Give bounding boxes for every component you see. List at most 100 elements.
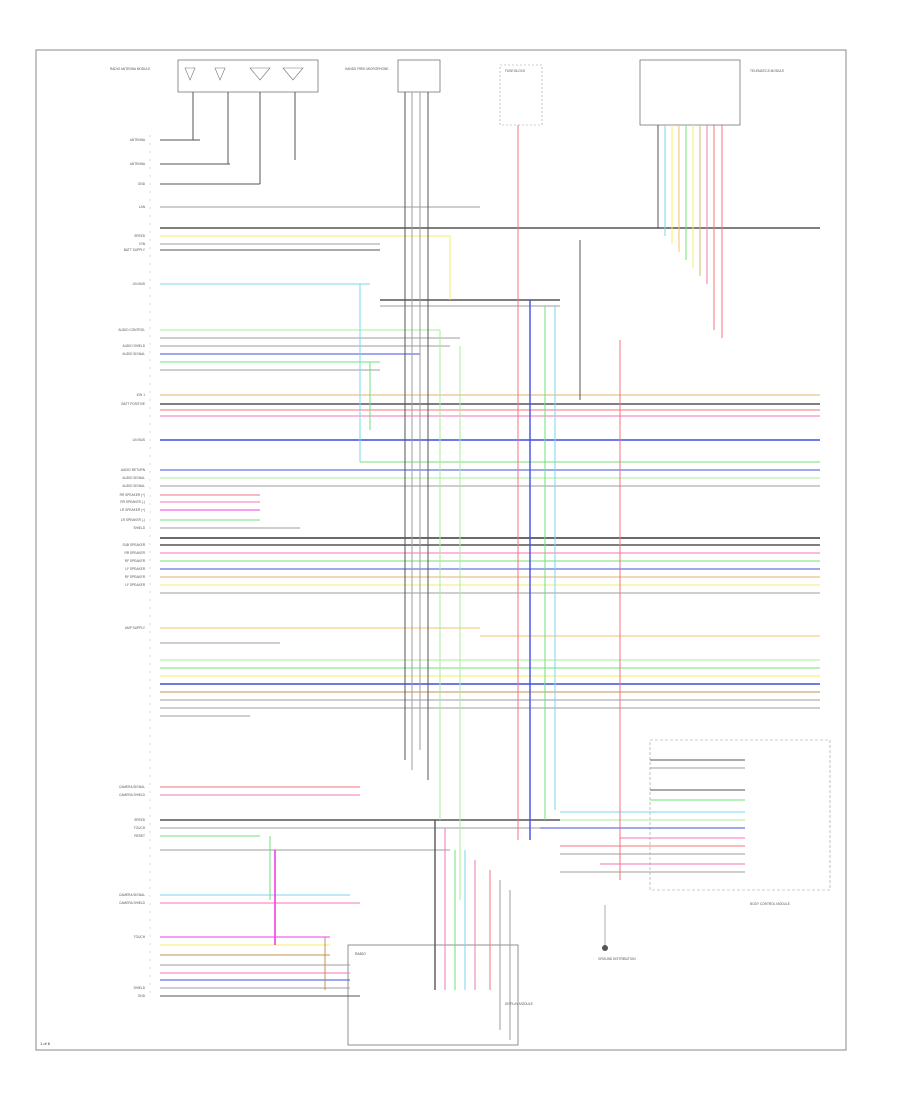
pin-dot-34 — [149, 407, 151, 409]
pin-dot-47 — [149, 511, 151, 513]
pin-dot-88 — [149, 839, 151, 841]
left-label-3: LAN — [139, 205, 146, 209]
left-label-14: AUDIO RETURN — [121, 468, 146, 472]
pin-dot-71 — [149, 703, 151, 705]
pin-dot-32 — [149, 391, 151, 393]
pin-dot-90 — [149, 855, 151, 857]
left-label-13: LIN BUS — [133, 438, 145, 442]
pin-dot-78 — [149, 759, 151, 761]
left-label-15: AUDIO SIGNAL — [122, 476, 145, 480]
pin-dot-48 — [149, 519, 151, 521]
left-label-4: SPEED — [134, 234, 146, 238]
left-label-33: RESET — [134, 834, 145, 838]
pin-dot-11 — [149, 223, 151, 225]
left-label-34: CAMERA SIGNAL — [119, 893, 145, 897]
microphone: HANDS FREE MICROPHONE — [345, 59, 441, 93]
pin-dot-5 — [149, 175, 151, 177]
pin-dot-22 — [149, 311, 151, 313]
left-label-6: BATT SUPPLY — [124, 248, 146, 252]
pin-dot-58 — [149, 599, 151, 601]
control-module-label: BODY CONTROL MODULE — [750, 902, 790, 906]
left-label-16: AUDIO SIGNAL — [122, 484, 145, 488]
pin-dot-30 — [149, 375, 151, 377]
pin-dot-55 — [149, 575, 151, 577]
diagram-border — [35, 49, 847, 1051]
pin-dot-84 — [149, 807, 151, 809]
left-label-27: LF SPEAKER — [125, 583, 145, 587]
left-label-23: RR SPEAKER — [124, 551, 145, 555]
left-label-20: LR SPEAKER (-) — [121, 518, 145, 522]
pin-dot-72 — [149, 711, 151, 713]
pin-dot-86 — [149, 823, 151, 825]
pin-dot-33 — [149, 399, 151, 401]
pin-dot-28 — [149, 359, 151, 361]
pin-dot-69 — [149, 687, 151, 689]
pin-dot-20 — [149, 295, 151, 297]
left-label-8: AUDIO CONTROL — [118, 328, 145, 332]
pin-dot-98 — [149, 919, 151, 921]
pin-dot-23 — [149, 319, 151, 321]
left-label-38: GND — [138, 994, 146, 998]
pin-dot-102 — [149, 951, 151, 953]
pin-dot-53 — [149, 559, 151, 561]
pin-dot-73 — [149, 719, 151, 721]
pin-dot-89 — [149, 847, 151, 849]
pin-dot-15 — [149, 255, 151, 257]
pin-dot-38 — [149, 439, 151, 441]
pin-dot-42 — [149, 471, 151, 473]
left-label-17: RR SPEAKER (+) — [120, 493, 145, 497]
telematics-module: TELEMATICS MODULE — [639, 59, 784, 126]
pin-dot-25 — [149, 335, 151, 337]
pin-dot-43 — [149, 479, 151, 481]
pin-dot-46 — [149, 503, 151, 505]
left-label-9: AUDIO SHIELD — [123, 344, 146, 348]
pin-dot-1 — [149, 143, 151, 145]
pin-dot-19 — [149, 287, 151, 289]
pin-dot-3 — [149, 159, 151, 161]
pin-dot-24 — [149, 327, 151, 329]
left-label-11: IGN 1 — [137, 393, 146, 397]
pin-dot-52 — [149, 551, 151, 553]
pin-dot-37 — [149, 431, 151, 433]
pin-dot-7 — [149, 191, 151, 193]
pin-dot-94 — [149, 887, 151, 889]
pin-dot-67 — [149, 671, 151, 673]
left-label-2: GND — [138, 182, 146, 186]
pin-dot-21 — [149, 303, 151, 305]
pin-dot-39 — [149, 447, 151, 449]
pin-dot-26 — [149, 343, 151, 345]
radio-module: RADIO — [347, 944, 519, 1046]
wire-label-group — [149, 135, 151, 993]
left-label-25: LF SPEAKER — [125, 567, 145, 571]
ground-label: GROUND DISTRIBUTION — [598, 957, 636, 961]
pin-dot-63 — [149, 639, 151, 641]
footer-code: 1 of 6 — [40, 1041, 51, 1046]
ground-symbol: GROUND DISTRIBUTION — [598, 905, 636, 961]
pin-dot-40 — [149, 455, 151, 457]
pin-dot-6 — [149, 183, 151, 185]
pin-dot-66 — [149, 663, 151, 665]
pin-dot-105 — [149, 975, 151, 977]
pin-dot-85 — [149, 815, 151, 817]
antenna-module-label: RADIO ANTENNA MODULE — [110, 67, 150, 71]
pin-dot-68 — [149, 679, 151, 681]
left-label-26: RF SPEAKER — [125, 575, 146, 579]
pin-dot-12 — [149, 231, 151, 233]
pin-dot-70 — [149, 695, 151, 697]
pin-dot-60 — [149, 615, 151, 617]
pin-dot-9 — [149, 207, 151, 209]
pin-dot-27 — [149, 351, 151, 353]
wire-group — [160, 139, 820, 997]
left-label-36: TOUCH — [134, 935, 146, 939]
telematics-label: TELEMATICS MODULE — [750, 69, 784, 73]
left-label-37: SHIELD — [133, 986, 145, 990]
pin-dot-14 — [149, 247, 151, 249]
left-label-18: RR SPEAKER (-) — [120, 500, 145, 504]
pin-dot-0 — [149, 135, 151, 137]
pin-dot-79 — [149, 767, 151, 769]
left-label-7: LIN BUS — [133, 282, 145, 286]
pin-dot-95 — [149, 895, 151, 897]
pin-dot-44 — [149, 487, 151, 489]
pin-dot-36 — [149, 423, 151, 425]
